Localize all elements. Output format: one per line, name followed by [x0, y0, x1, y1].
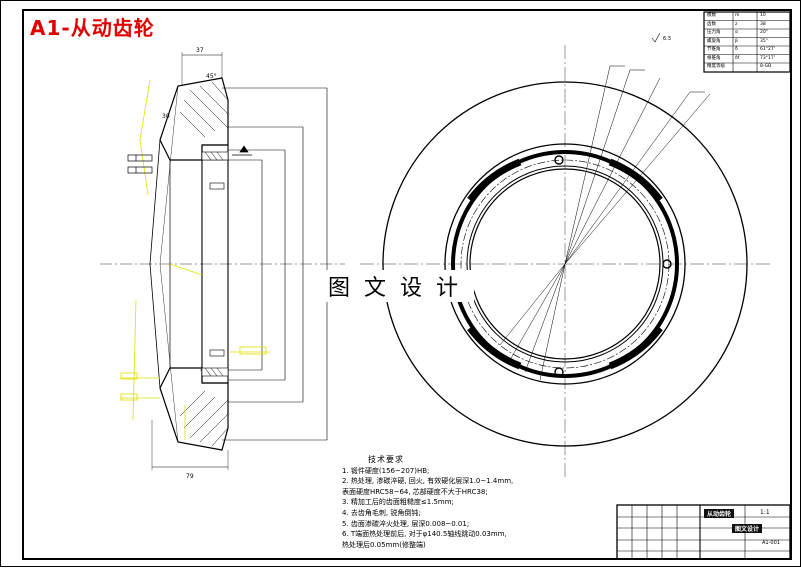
tech-item: 热处理后0.05mm(修整端) [342, 540, 426, 549]
svg-text:6.3: 6.3 [663, 36, 671, 42]
title-block [616, 504, 791, 560]
roughness-symbol-icon [127, 145, 252, 174]
tech-item: 2. 热处理, 渗碳淬硬, 回火, 有效硬化层深1.0~1.4mm, [342, 477, 514, 486]
dim-width-bottom: 79 [186, 473, 194, 480]
section-view [100, 52, 345, 470]
tech-heading: 技术要求 [368, 455, 404, 464]
yellow-annotations [120, 79, 270, 440]
tech-item: 6. T端面热处理前后, 对于φ140.5轴线跳动0.03mm, [342, 530, 507, 539]
tech-item: 1. 锻件硬度(156~207)HB; [342, 466, 430, 475]
tech-item: 表面硬度HRC58~64, 芯部硬度不大于HRC38; [342, 487, 488, 496]
dim-angle-top: 45° [206, 73, 217, 80]
tech-item: 4. 去齿角毛刺, 锐角倒钝; [342, 508, 421, 517]
front-view [360, 45, 770, 480]
tech-item: 3. 精加工后的齿面粗糙度≤1.5mm; [342, 498, 454, 507]
dim-width-top: 37 [196, 47, 204, 54]
params-table-grid [703, 11, 791, 73]
title-block-part-name: 从动齿轮 [704, 509, 735, 518]
watermark: 图文设计 [326, 270, 475, 302]
upper-hatch [179, 81, 229, 138]
lower-hatch [179, 390, 229, 447]
dim-side: 30 [162, 113, 170, 120]
technical-requirements: 技术要求 1. 锻件硬度(156~207)HB; 2. 热处理, 渗碳淬硬, 回… [342, 455, 513, 550]
general-roughness-note: 6.3 [651, 32, 671, 43]
title-block-drawing-no: A1-001 [762, 540, 780, 546]
title-block-scale: 1:1 [760, 509, 770, 516]
inner-border [22, 9, 792, 560]
section-dimension-texts: 37 79 45° 30 [162, 47, 217, 480]
lower-tooth-outline [159, 367, 229, 451]
drawing-title: A1-从动齿轮 [30, 16, 155, 40]
upper-tooth-outline [159, 77, 229, 161]
title-block-company: 图文设计 [732, 524, 763, 533]
tech-item: 5. 齿面渗碳淬火处理, 层深0.008~0.01; [342, 519, 470, 528]
